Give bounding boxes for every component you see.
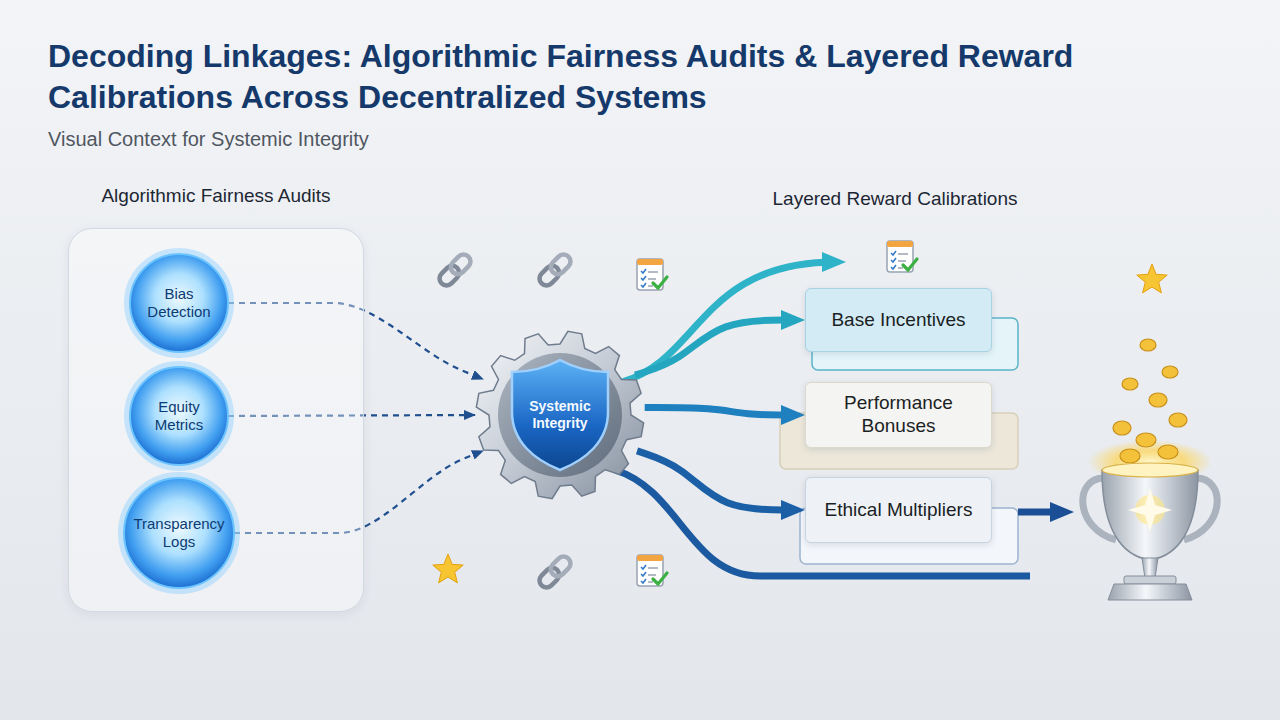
trophy-base: [1108, 584, 1192, 600]
trophy-rim: [1102, 463, 1198, 477]
circle-fill: [130, 254, 228, 352]
audit-circle: Bias Detection: [127, 251, 231, 355]
diagram-caption: Visual Context for Systemic Integrity: [48, 128, 1238, 151]
header: Decoding Linkages: Algorithmic Fairness …: [48, 36, 1238, 151]
coins: [1113, 339, 1187, 463]
node-label: Systemic Integrity: [518, 398, 602, 432]
coin: [1140, 339, 1156, 351]
connector: [637, 451, 795, 510]
coin: [1158, 445, 1178, 459]
node-label: Base Incentives: [831, 309, 965, 332]
sparkle: [1128, 488, 1172, 532]
chain-icon: [537, 252, 574, 289]
gear-ring: [498, 353, 622, 477]
audit-circle: Transparency Logs: [121, 475, 237, 591]
node-label: Bias Detection: [138, 285, 221, 321]
group-heading: Layered Reward Calibrations: [772, 188, 1017, 210]
node-label: Performance Bonuses: [824, 392, 974, 438]
audit-panel: Bias DetectionEquity MetricsTransparency…: [68, 228, 364, 612]
trophy-cup: [1102, 470, 1198, 560]
node-label: Equity Metrics: [138, 398, 221, 434]
reward-box: Ethical Multipliers: [805, 477, 992, 543]
coin: [1149, 393, 1167, 407]
connector: [635, 320, 795, 375]
flow-arrow: [1018, 509, 1064, 516]
reward-box: Base Incentives: [805, 288, 992, 352]
integrity-gear: Systemic Integrity: [475, 330, 645, 500]
coin: [1113, 421, 1131, 435]
diagram-title: Decoding Linkages: Algorithmic Fairness …: [48, 36, 1238, 118]
panel-heading: Algorithmic Fairness Audits: [39, 185, 393, 207]
circle-fill: [130, 367, 228, 465]
reward-box: Performance Bonuses: [805, 382, 992, 448]
connector: [645, 408, 795, 415]
chain-icon: [437, 252, 474, 289]
checklist-icon: [637, 259, 667, 290]
trophy-stem: [1142, 558, 1158, 578]
circle-glow: [127, 364, 231, 468]
coin: [1122, 378, 1138, 390]
shield: [512, 360, 608, 470]
reward-layer-backs: [780, 318, 1018, 564]
coin: [1169, 413, 1187, 427]
circle-fill: [124, 478, 234, 588]
gear-body: [476, 331, 643, 498]
node-label: Ethical Multipliers: [825, 499, 973, 522]
star-icon: [433, 554, 463, 583]
coin: [1136, 433, 1156, 447]
coin: [1120, 449, 1140, 463]
star-icon: [1137, 264, 1167, 293]
trophy: [1083, 339, 1217, 600]
coin: [1162, 366, 1178, 378]
circle-glow: [121, 475, 237, 591]
chain-icon: [537, 554, 574, 591]
audit-circle: Equity Metrics: [127, 364, 231, 468]
flow-line: [615, 470, 1030, 576]
trophy-base: [1124, 576, 1176, 584]
checklist-icon: [637, 555, 667, 586]
checklist-icon: [887, 241, 917, 272]
node-label: Transparency Logs: [133, 515, 226, 551]
circle-glow: [127, 251, 231, 355]
